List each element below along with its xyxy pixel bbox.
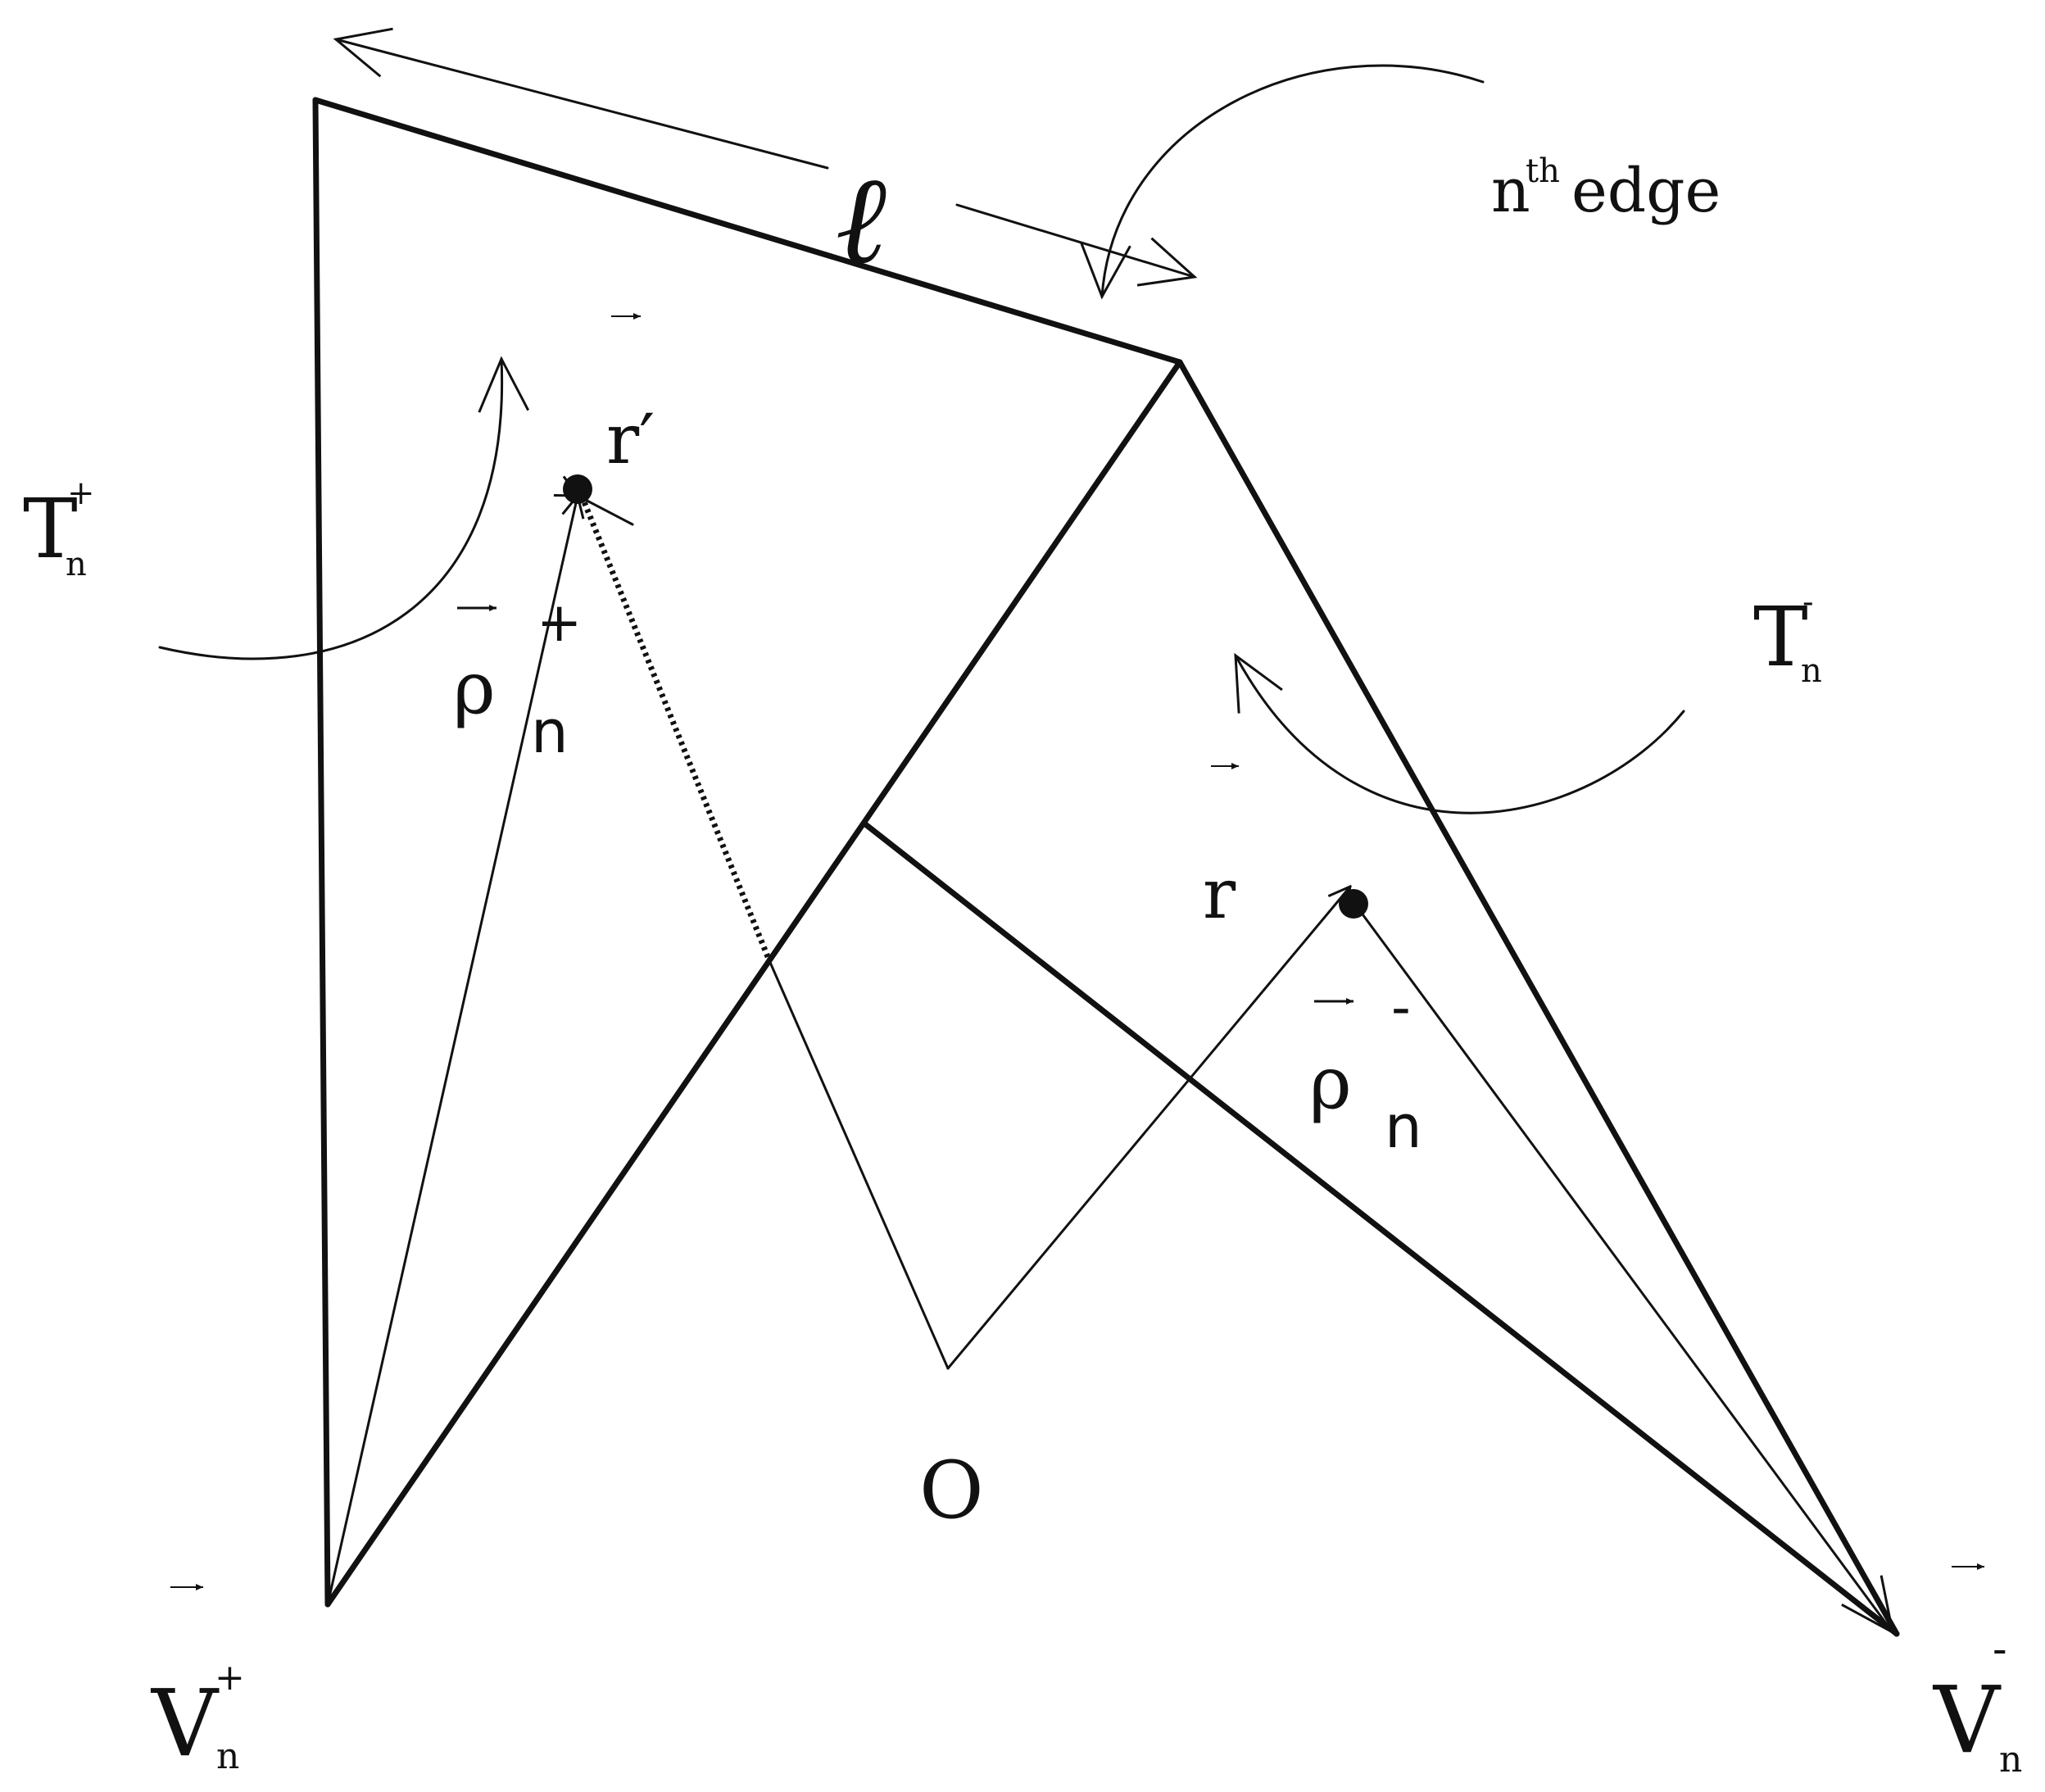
- r-label: r: [1203, 854, 1236, 934]
- t-plus-rotation-arrow: [158, 356, 530, 660]
- v-plus-sup: +: [215, 1657, 245, 1699]
- length-label: ℓ: [837, 147, 890, 292]
- nth-edge-pointer-arrow: [1080, 64, 1485, 300]
- origin-label: O: [919, 1445, 984, 1536]
- r-prime-dotted-line: [578, 494, 772, 960]
- triangle-t-minus: [861, 359, 1900, 1637]
- rho-minus-sup: -: [1391, 976, 1411, 1039]
- nth-edge-sup: th: [1526, 152, 1560, 190]
- v-minus-main: V: [1932, 1667, 2002, 1774]
- t-minus-main: T: [1753, 589, 1808, 685]
- v-plus-main: V: [150, 1671, 220, 1777]
- origin-to-r-vector: [946, 887, 1350, 1370]
- rho-minus-label: ρ - n: [1309, 976, 1422, 1161]
- r-prime-label: r′: [606, 399, 655, 479]
- length-arrow-left: [333, 27, 829, 170]
- top-edge: [312, 97, 1183, 365]
- rho-plus-sub: n: [531, 697, 569, 766]
- t-plus-sub: n: [66, 546, 87, 583]
- rho-plus-vector: [326, 496, 578, 1606]
- v-minus-label: V - n: [1932, 1625, 2022, 1781]
- right-edge: [1177, 359, 1900, 1637]
- t-plus-sup: +: [67, 474, 95, 512]
- length-arrow-right: [955, 203, 1198, 287]
- rho-minus-vector: [1354, 904, 1895, 1635]
- v-minus-sup: -: [1993, 1625, 2007, 1674]
- rho-plus-label: ρ + n: [453, 591, 582, 766]
- nth-edge-label: n th edge: [1491, 152, 1721, 226]
- triangle-t-plus: [312, 97, 1183, 1608]
- rho-plus-main: ρ: [453, 646, 496, 730]
- t-minus-sub: n: [1801, 652, 1822, 690]
- t-plus-main: T: [23, 481, 78, 577]
- rho-minus-sub: n: [1385, 1092, 1422, 1161]
- nth-edge-n: n: [1491, 156, 1530, 226]
- rho-minus-main: ρ: [1309, 1041, 1352, 1125]
- left-edge: [312, 97, 331, 1608]
- t-plus-label: T + n: [23, 474, 95, 583]
- point-r: [1339, 889, 1368, 919]
- t-minus-label: T - n: [1753, 583, 1822, 690]
- t-minus-rotation-arrow: [1234, 652, 1685, 814]
- v-minus-sub: n: [1999, 1739, 2022, 1781]
- origin-to-r-prime-line: [767, 957, 950, 1370]
- rho-plus-sup: +: [537, 591, 582, 654]
- v-plus-label: V + n: [150, 1657, 245, 1777]
- t-minus-sup: -: [1802, 583, 1814, 621]
- nth-common-edge: [324, 359, 1183, 1608]
- nth-edge-word: edge: [1571, 156, 1721, 226]
- point-r-prime: [563, 474, 592, 504]
- v-plus-sub: n: [216, 1735, 239, 1777]
- edge-normal-line: [861, 820, 1900, 1637]
